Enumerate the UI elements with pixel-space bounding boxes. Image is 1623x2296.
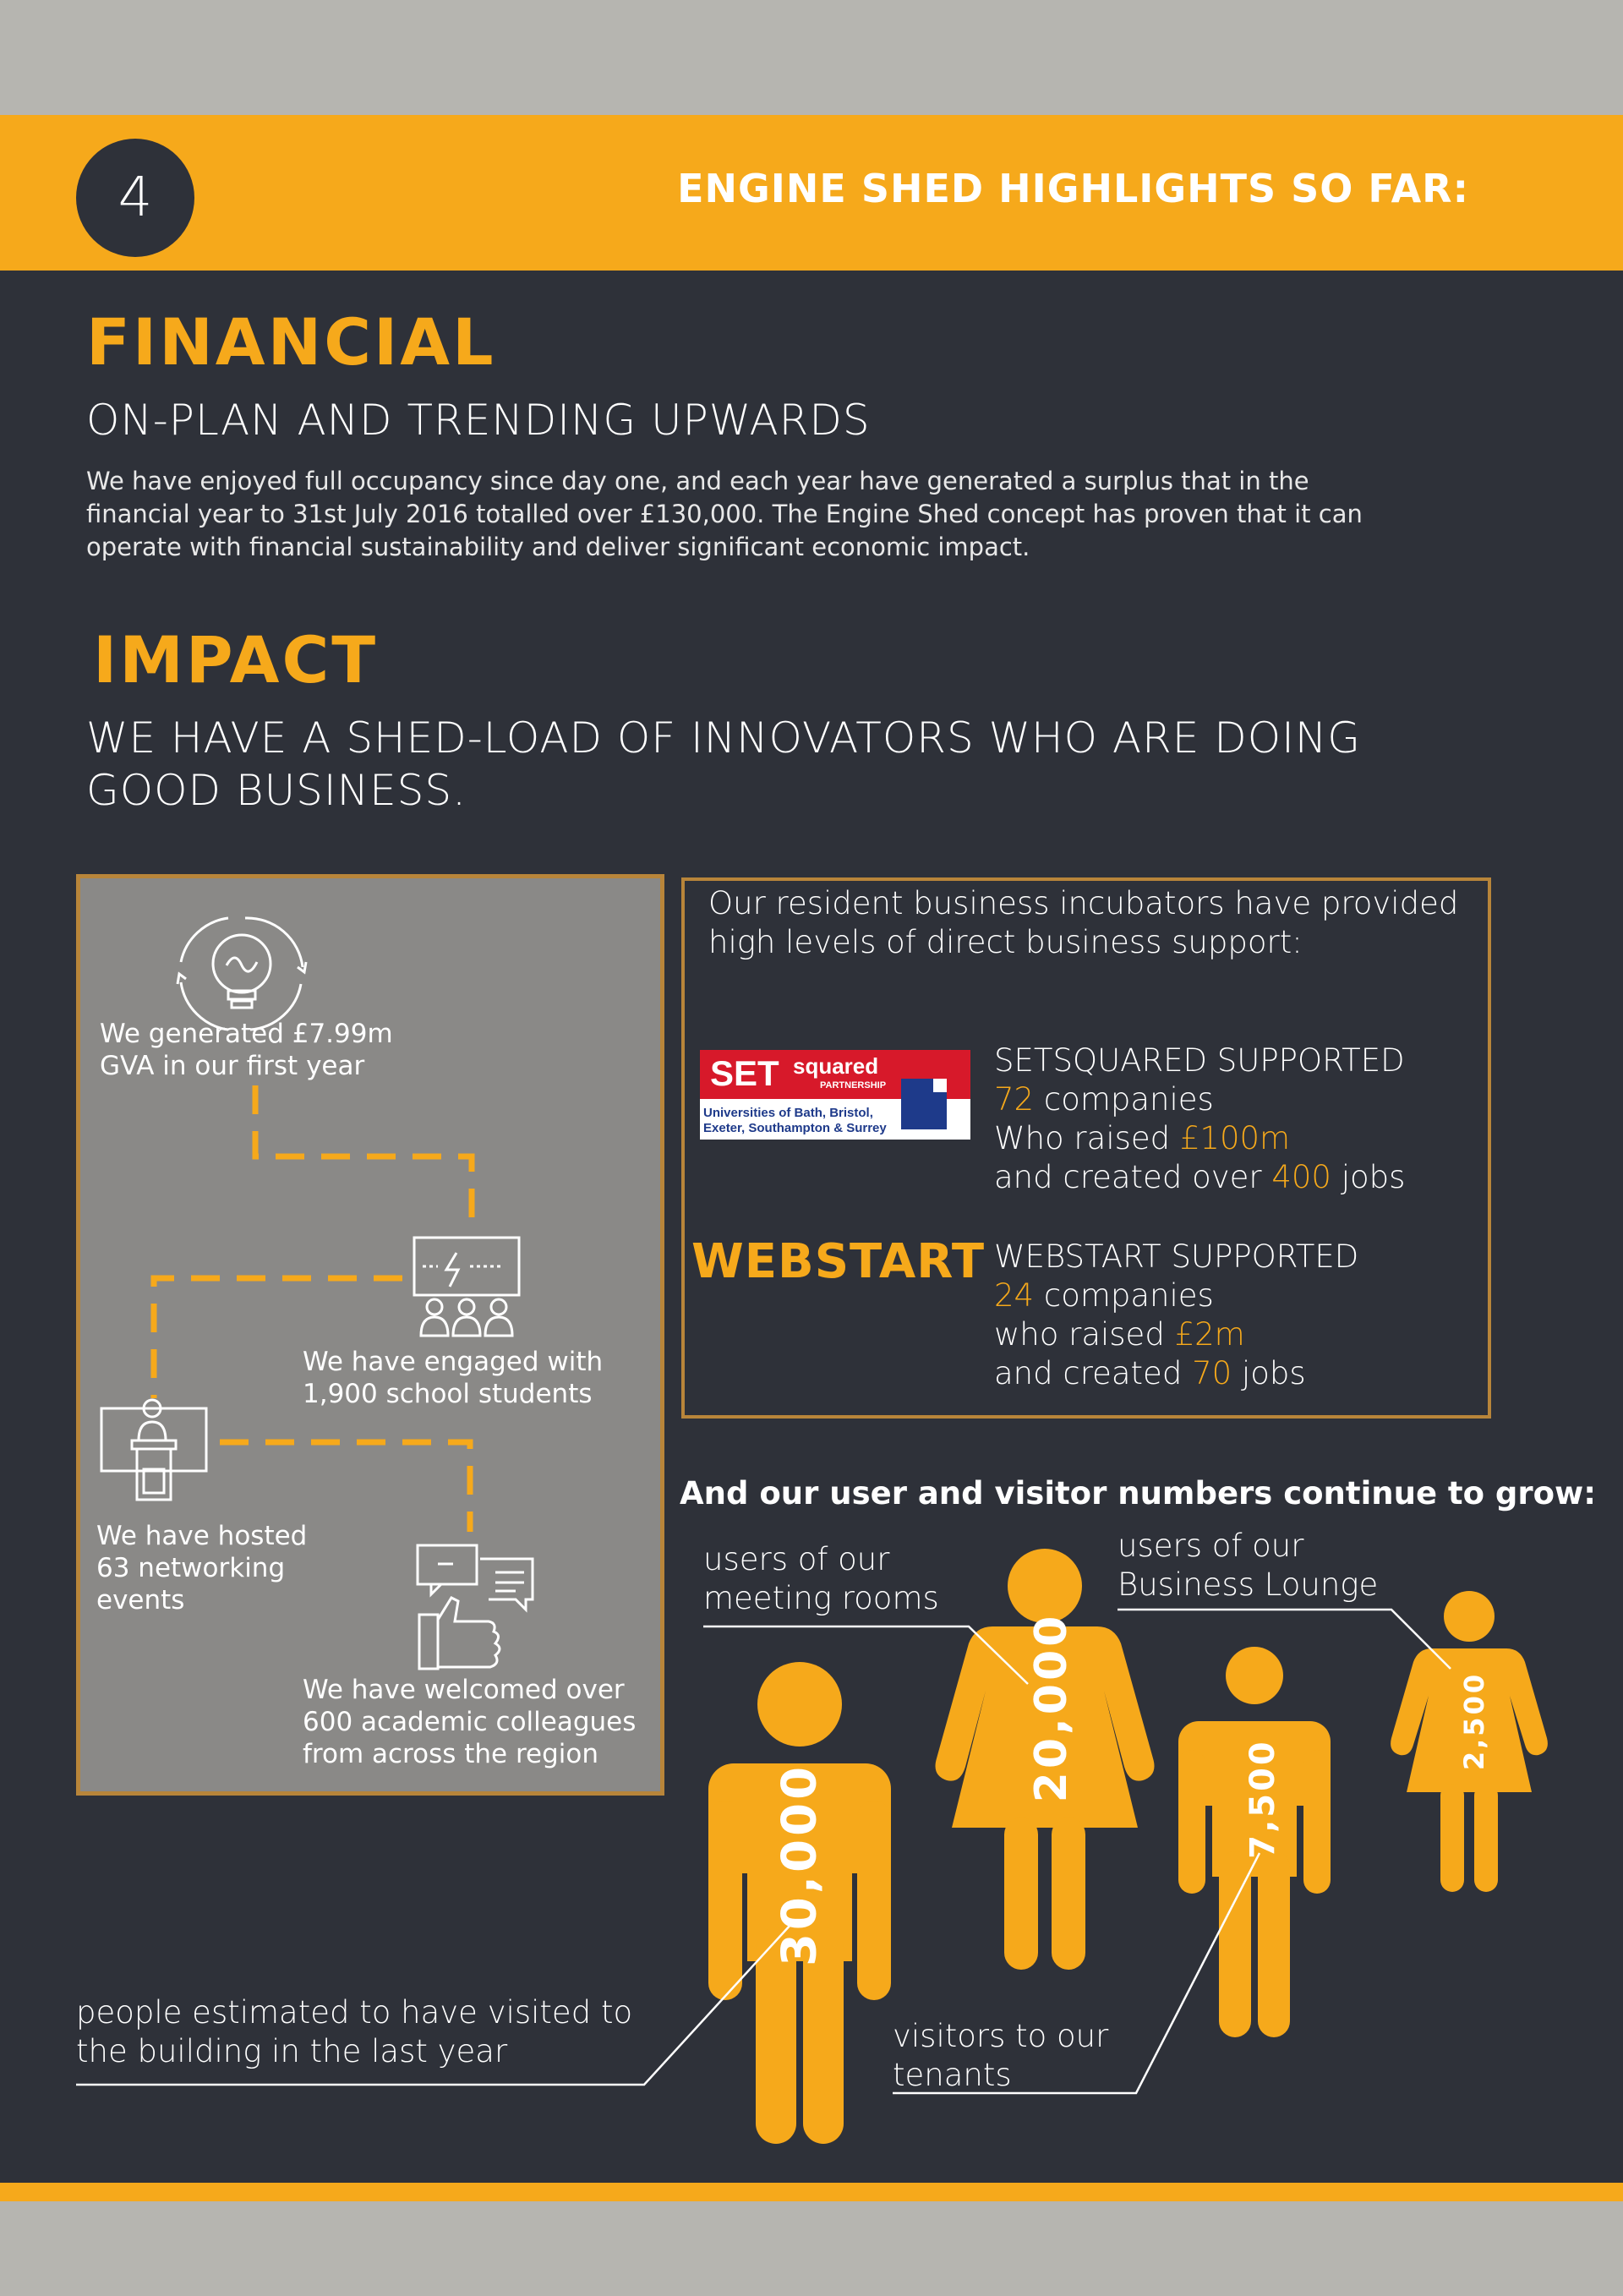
figure-value-30000: 30,000 [772,1763,828,1967]
webstart-raised: £2m [1174,1316,1245,1353]
webstart-jobs-suffix: jobs [1232,1355,1306,1391]
setsquared-logo-squared: squared [793,1053,879,1079]
visitors-figure-man-large [708,1662,891,2144]
setsquared-logo-partnership: PARTNERSHIP [820,1080,887,1091]
footer-accent-line [0,2183,1623,2201]
financial-heading: FINANCIAL [86,304,496,380]
caption-line: people estimated to have visited to [76,1994,633,2031]
incubators-intro: Our resident business incubators have pr… [708,884,1458,962]
setsquared-stats: SETSQUARED SUPPORTED 72 companies Who ra… [994,1041,1405,1197]
caption-building-visitors: people estimated to have visited to the … [76,1993,632,2071]
visitors-figure-man-small [1178,1647,1331,2037]
header-banner [0,115,1623,271]
webstart-jobs: 70 [1192,1355,1232,1391]
speaker-podium-icon [100,1398,208,1501]
impact-subheading-line: GOOD BUSINESS. [86,766,467,815]
setsquared-logo-universities: Universities of Bath, Bristol, Exeter, S… [703,1106,887,1136]
webstart-raised-line: who raised £2m [994,1315,1358,1354]
setsquared-logo-unis-line: Exeter, Southampton & Surrey [703,1121,887,1135]
achievement-line: We have engaged with [303,1347,604,1377]
setsquared-title: SETSQUARED SUPPORTED [994,1042,1405,1079]
incubators-panel [681,877,1491,1419]
setsquared-companies-line: 72 companies [994,1080,1405,1119]
achievement-line: We have welcomed over [303,1675,625,1705]
caption-line: users of our [1118,1528,1304,1564]
webstart-companies-suffix: companies [1034,1277,1214,1314]
impact-heading: IMPACT [93,622,379,697]
setsquared-raised-line: Who raised £100m [994,1119,1405,1158]
setsquared-raised-prefix: Who raised [994,1120,1180,1156]
impact-subheading: WE HAVE A SHED-LOAD OF INNOVATORS WHO AR… [86,712,1361,817]
setsquared-raised: £100m [1179,1120,1291,1156]
achievement-line: 1,900 school students [303,1379,593,1409]
webstart-jobs-prefix: and created [994,1355,1193,1391]
audience-presentation-icon [413,1236,521,1337]
achievement-line: events [96,1585,185,1615]
setsquared-jobs-line: and created over 400 jobs [994,1158,1405,1197]
achievement-line: from across the region [303,1739,598,1769]
financial-body-line: We have enjoyed full occupancy since day… [86,467,1309,495]
caption-tenant-visitors: visitors to our tenants [893,2017,1108,2095]
webstart-title: WEBSTART SUPPORTED [994,1238,1359,1275]
setsquared-logo-notch [933,1079,947,1092]
leader-lines [76,1608,1451,2095]
page-number-badge: 4 [76,139,194,257]
figure-value-2500: 2,500 [1458,1671,1490,1771]
setsquared-jobs: 400 [1271,1159,1331,1195]
visitors-heading: And our user and visitor numbers continu… [680,1475,1597,1512]
top-margin [0,0,1623,115]
intro-line: Our resident business incubators have pr… [708,885,1459,921]
achievement-gva: We generated £7.99m GVA in our first yea… [100,1018,393,1082]
financial-body: We have enjoyed full occupancy since day… [86,465,1540,564]
setsquared-jobs-suffix: jobs [1331,1159,1406,1195]
lightbulb-icon [176,916,308,1031]
caption-line: the building in the last year [76,2033,508,2069]
setsquared-logo-unis-line: Universities of Bath, Bristol, [703,1106,873,1120]
setsquared-logo: SET squared PARTNERSHIP Universities of … [700,1050,970,1140]
visitors-figure-woman-large [935,1549,1155,1970]
achievement-line: GVA in our first year [100,1051,365,1081]
financial-subheading: ON-PLAN AND TRENDING UPWARDS [86,396,871,445]
financial-body-line: operate with financial sustainability an… [86,533,1030,561]
achievement-academics: We have welcomed over 600 academic colle… [303,1674,636,1770]
caption-business-lounge: users of our Business Lounge [1118,1527,1378,1604]
caption-line: tenants [893,2057,1012,2093]
bottom-margin [0,2201,1623,2296]
caption-line: meeting rooms [703,1580,939,1616]
figure-value-20000: 20,000 [1026,1612,1077,1803]
webstart-raised-prefix: who raised [994,1316,1175,1353]
setsquared-companies: 72 [994,1081,1035,1118]
webstart-companies-line: 24 companies [994,1276,1358,1315]
caption-line: visitors to our [893,2018,1109,2054]
figure-value-7500: 7,500 [1243,1739,1282,1859]
visitor-figures [76,1549,1548,2144]
intro-line: high levels of direct business support: [708,924,1303,960]
webstart-logo: WEBSTART [691,1234,986,1289]
setsquared-companies-suffix: companies [1034,1081,1214,1118]
achievements-panel [76,874,664,1796]
caption-line: Business Lounge [1118,1566,1379,1603]
achievement-events: We have hosted 63 networking events [96,1520,307,1616]
achievement-line: We generated £7.99m [100,1019,393,1049]
achievement-line: We have hosted [96,1521,308,1551]
caption-meeting-rooms: users of our meeting rooms [703,1540,939,1618]
setsquared-logo-set: SET [710,1053,779,1093]
webstart-jobs-line: and created 70 jobs [994,1354,1358,1393]
webstart-companies: 24 [994,1277,1035,1314]
thumbs-up-chat-icon [416,1544,534,1670]
achievement-students: We have engaged with 1,900 school studen… [303,1346,603,1410]
achievement-line: 600 academic colleagues [303,1707,637,1737]
dashed-connectors [150,1085,475,1532]
financial-body-line: financial year to 31st July 2016 totalle… [86,500,1363,528]
visitors-figure-woman-small [1391,1591,1548,1892]
caption-line: users of our [703,1541,890,1577]
achievement-line: 63 networking [96,1553,286,1583]
webstart-stats: WEBSTART SUPPORTED 24 companies who rais… [994,1238,1358,1393]
banner-title: ENGINE SHED HIGHLIGHTS SO FAR: [677,166,1469,211]
achievements-graphics [100,916,534,1670]
setsquared-jobs-prefix: and created over [994,1159,1272,1195]
impact-subheading-line: WE HAVE A SHED-LOAD OF INNOVATORS WHO AR… [86,713,1362,763]
